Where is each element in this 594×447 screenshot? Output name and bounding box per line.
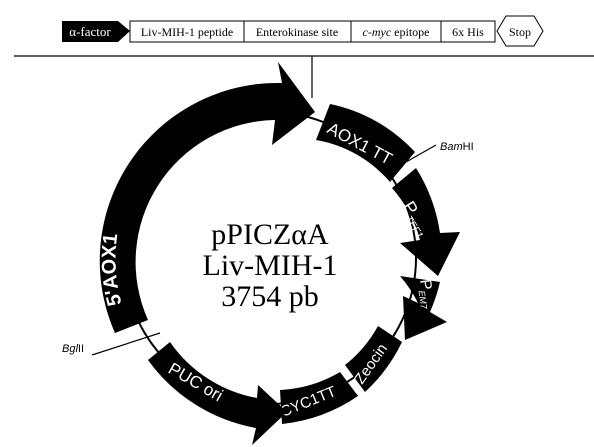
bamhi-rest: HI [463,141,474,153]
expression-cassette: α-factor Liv-MIH-1 peptide Enterokinase … [62,15,544,47]
plasmid-insert: Liv-MIH-1 [203,249,338,282]
pem7-arrow [400,276,447,340]
bamhi-italic: Bam [440,141,463,153]
aox1-5prime-arrow [99,62,315,333]
his-tag-box [440,20,496,43]
enterokinase-label: Enterokinase site [256,25,338,39]
pem7-sub: EM7 [417,290,430,311]
his-tag-label: 6x His [452,25,484,39]
bglii-rest: II [78,343,84,355]
puc-ori-arrow [148,342,287,445]
pem7-p: P [416,278,434,291]
bglii-label: BglII [62,343,84,355]
cmyc-italic: c-myc [363,25,392,39]
alpha-factor-label: α-factor [69,24,111,39]
plasmid-name: pPICZαA [211,218,329,251]
zeocin-arrow [345,326,402,392]
ptef1-arrow [392,168,460,276]
cyc1tt-arrow [280,372,358,424]
aox1-tt-arrow [316,104,415,182]
alpha-factor-arrow [62,21,130,42]
cmyc-rest: epitope [391,25,429,39]
cmyc-label: c-myc epitope [363,25,430,39]
pem7-label: PEM7 [415,278,437,310]
bglii-italic: Bgl [62,343,78,355]
bglii-tick [91,332,161,356]
liv-mih-peptide-label: Liv-MIH-1 peptide [141,25,233,39]
bamhi-tick [391,144,437,171]
bamhi-label: BamHI [440,141,474,153]
stop-hexagon [496,15,544,47]
plasmid-size: 3754 pb [221,280,319,313]
stop-label: Stop [509,25,531,39]
